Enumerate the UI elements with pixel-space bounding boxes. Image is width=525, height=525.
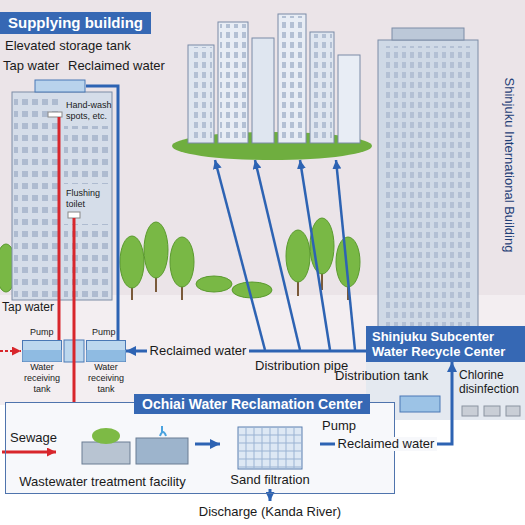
text-label: Sewage [10,430,57,446]
text-label: Tap water [3,58,59,74]
filter-grid [286,427,287,469]
filter-grid [294,427,295,469]
filter-building [220,424,320,472]
text-label: Pump [30,327,54,338]
text-label: Chlorine disinfection [459,368,523,397]
building-header: Supplying building [0,12,151,34]
text-label: Tap water [2,300,54,314]
text-label: Pump [92,327,116,338]
text-label: Flushing toilet [66,188,110,210]
tank-body [23,341,62,362]
text-label: Discharge (Kanda River) [190,504,350,520]
edge-label: Reclaimed water [335,437,438,451]
center-header: Shinjuku Subcenter Water Recycle Center [366,326,525,362]
filter-body [238,427,302,469]
receiving-tank: Water receiving tank [86,340,126,394]
tank-shape [22,340,62,362]
node-text: Shinjuku Subcenter Water Recycle Center [372,329,519,359]
node-text: Water receiving tank [22,362,62,394]
filter-grid [238,467,302,468]
filter-grid [254,427,255,469]
sand-filter: Sand filtration [220,420,320,488]
text-label: Pump [322,418,356,434]
filter-grid [278,427,279,469]
filter-grid [238,459,302,460]
filter-grid [238,443,302,444]
tank-water [23,350,62,362]
text-label: Elevated storage tank [5,38,131,54]
tank-shape [86,340,126,362]
node-text: Sand filtration [230,472,310,488]
filter-grid [238,451,302,452]
node-text: Water receiving tank [86,362,126,394]
node-text: Wastewater treatment facility [19,474,185,490]
receiving-tank: Water receiving tank [22,340,62,394]
text-label: Distribution tank [335,368,428,384]
tank-body [87,341,126,362]
flow-pipe [195,443,220,446]
filter-grid [270,427,271,469]
tank-water [87,350,126,362]
filter-grid [246,427,247,469]
text-label: Reclaimed water [68,58,165,74]
vertical-label: Shinjuku International Building [501,65,517,265]
filter-grid [262,427,263,469]
text-label: Hand-wash spots, etc. [66,100,112,122]
filter-grid [238,435,302,436]
edge-label: Reclaimed water [147,344,250,358]
node-text: Ochiai Water Reclamation Center [134,394,370,414]
node-text: Supplying building [8,14,143,32]
text-label: Distribution pipe [255,358,348,374]
